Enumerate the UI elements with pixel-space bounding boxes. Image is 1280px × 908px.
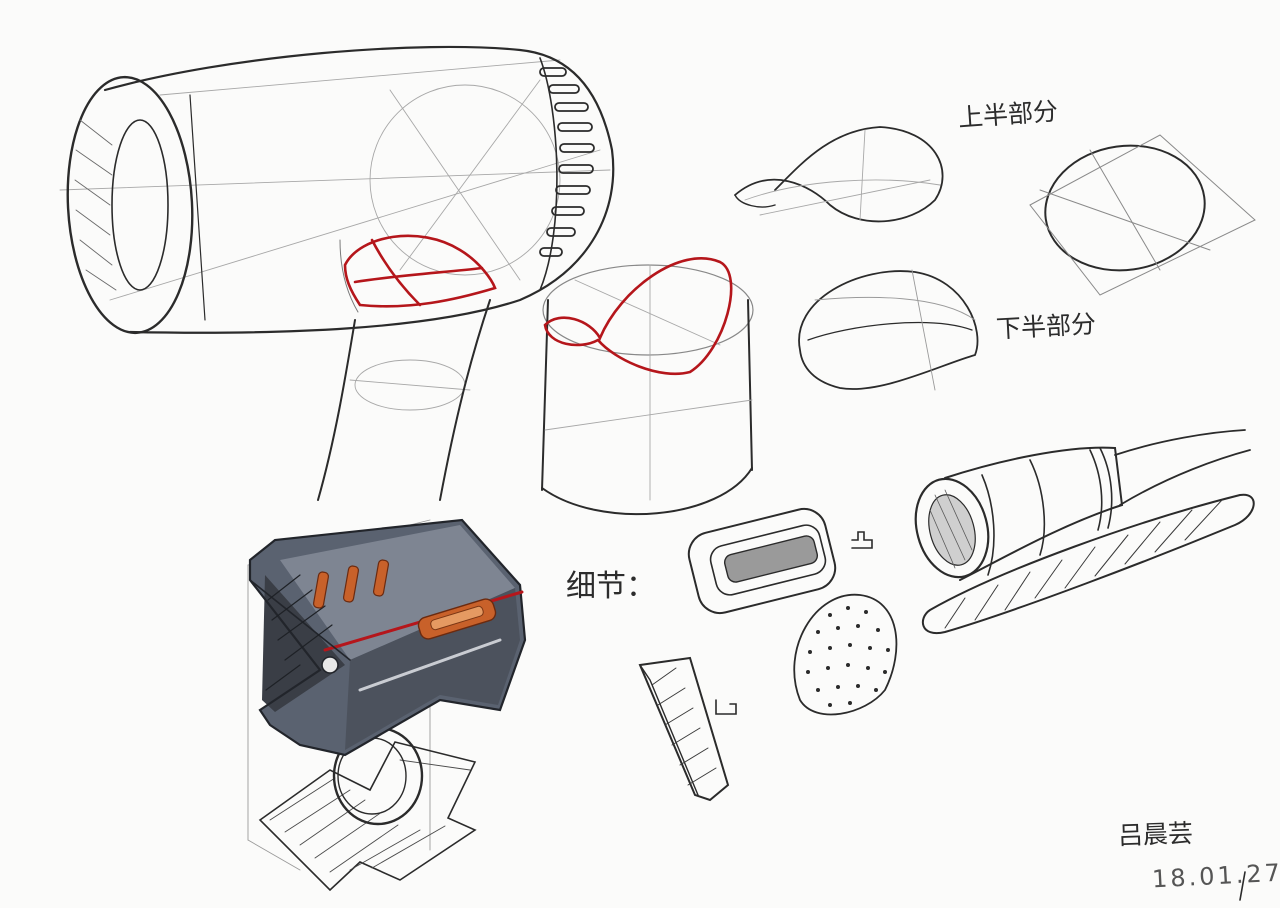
upper-half-label: 上半部分 [957,96,1059,133]
sketch-date: 18.01.27 [1151,858,1280,894]
upper-half-form-icon [734,126,944,223]
nozzle-cord-detail-icon [914,429,1255,635]
switch-detail-icon [638,656,737,802]
details-label: 细节： [566,569,656,604]
signature-mark-icon [1239,871,1246,901]
slot-button-detail-icon [687,507,873,615]
lower-half-label: 下半部分 [995,309,1097,344]
handle-attachment-render-icon [247,518,527,892]
cylinder-sketch-icon [541,257,754,516]
lower-half-form-icon [798,269,979,391]
hair-dryer-sketch-icon [59,45,615,501]
author-signature: 吕晨芸 [1117,818,1194,851]
perforated-grille-detail-icon [793,594,898,716]
ellipse-construction-icon [1029,134,1256,296]
